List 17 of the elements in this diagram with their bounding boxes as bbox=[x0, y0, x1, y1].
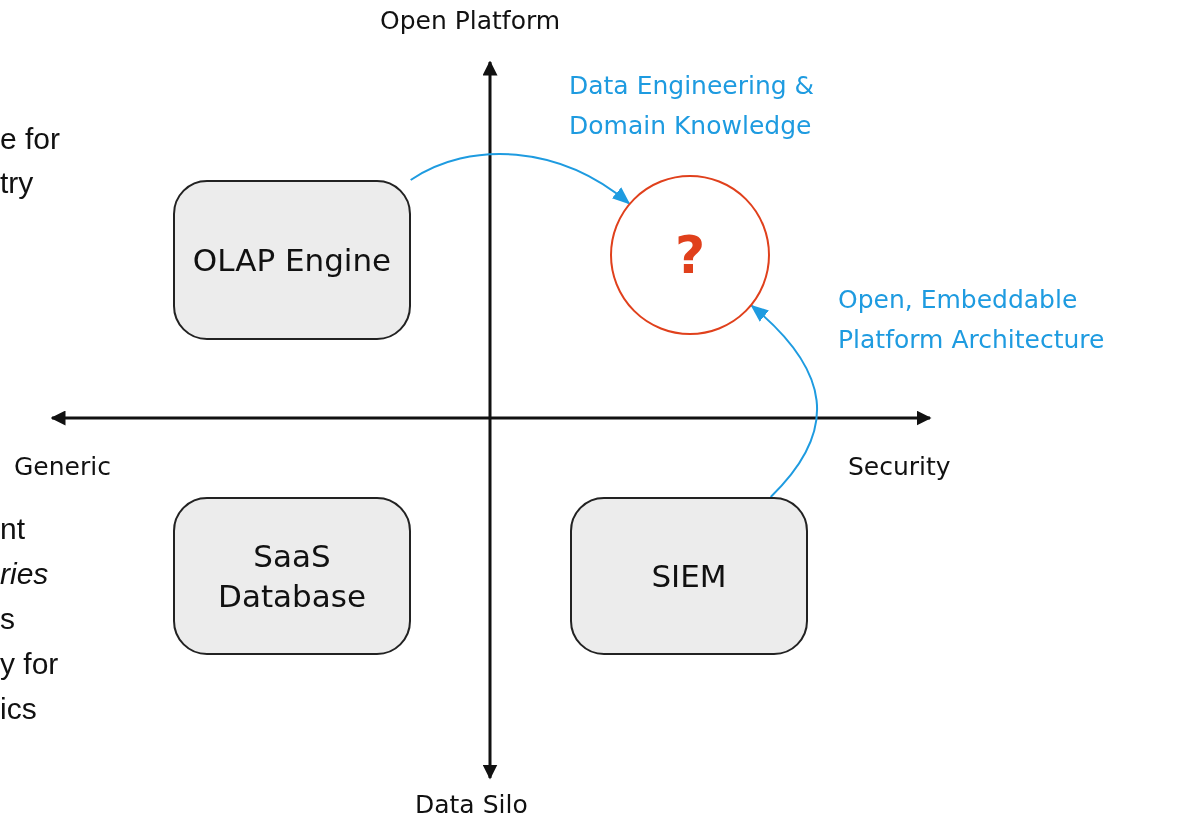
axis-label: Data Silo bbox=[415, 790, 528, 819]
question-circle: ? bbox=[610, 175, 770, 335]
siem-box: SIEM bbox=[570, 497, 808, 655]
text-fragment: nt bbox=[0, 512, 26, 546]
text-fragment: try bbox=[0, 166, 34, 200]
curved-arrow bbox=[750, 304, 818, 498]
axis-label: Generic bbox=[14, 452, 111, 481]
engine-box: OLAP Engine bbox=[173, 180, 411, 340]
text-fragment: ries bbox=[0, 557, 49, 591]
database-box: SaaS Database bbox=[173, 497, 411, 655]
text-fragment: s bbox=[0, 602, 15, 636]
text-fragment: ics bbox=[0, 692, 37, 726]
text-fragment: y for bbox=[0, 647, 59, 681]
curved-arrow bbox=[409, 153, 631, 205]
axis-label: Security bbox=[848, 452, 951, 481]
axis-label: Open Platform bbox=[380, 6, 561, 35]
text-fragment: e for bbox=[0, 122, 61, 156]
